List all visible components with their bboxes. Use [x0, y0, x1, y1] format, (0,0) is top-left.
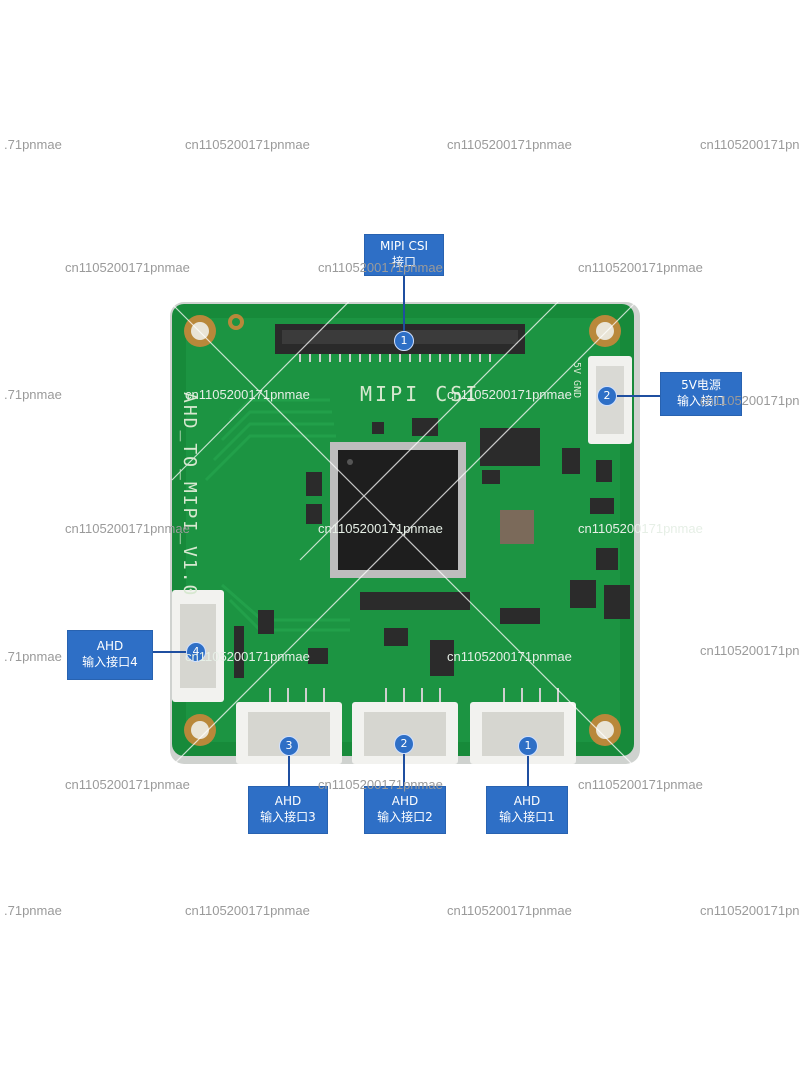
callout-ahd3-line2: 输入接口3 — [260, 810, 316, 824]
badge-mipi: 1 — [394, 331, 414, 351]
watermark-partial: .71pnmae — [4, 137, 62, 152]
silk-mipi-csi: MIPI CSI — [360, 382, 481, 406]
leader-line-ahd4 — [153, 651, 195, 653]
watermark: cn1105200171pnmae — [700, 137, 800, 152]
leader-line-ahd1 — [527, 746, 529, 786]
badge-ahd2: 2 — [394, 734, 414, 754]
watermark: cn1105200171pnmae — [578, 777, 703, 792]
watermark-partial: .71pnmae — [4, 649, 62, 664]
watermark-partial: .71pnmae — [4, 387, 62, 402]
callout-ahd4-line1: AHD — [96, 639, 124, 653]
callout-ahd2-line1: AHD — [391, 794, 419, 808]
watermark: cn1105200171pnmae — [700, 393, 800, 408]
badge-ahd4: 4 — [186, 642, 206, 662]
watermark: cn1105200171pnmae — [185, 387, 310, 402]
watermark: cn1105200171pnmae — [700, 643, 800, 658]
callout-ahd1: AHD 输入接口1 — [486, 786, 568, 834]
callout-mipi-csi: MIPI CSI 接口 — [364, 234, 444, 276]
callout-mipi-line2: 接口 — [391, 255, 416, 269]
watermark: cn1105200171pnmae — [65, 260, 190, 275]
mounting-holes — [184, 314, 621, 746]
callout-ahd3: AHD 输入接口3 — [248, 786, 328, 834]
watermark: cn1105200171pnmae — [185, 649, 310, 664]
watermark: cn1105200171pnmae — [447, 387, 572, 402]
badge-ahd1: 1 — [518, 736, 538, 756]
callout-ahd4-line2: 输入接口4 — [82, 655, 138, 669]
watermark: cn1105200171pnmae — [447, 649, 572, 664]
callout-ahd4: AHD 输入接口4 — [67, 630, 153, 680]
watermark: cn1105200171pnmae — [318, 521, 443, 536]
badge-5v: 2 — [597, 386, 617, 406]
callout-5v-line2: 输入接口 — [676, 394, 725, 408]
leader-line-mipi — [403, 276, 405, 340]
watermark: cn1105200171pnmae — [447, 137, 572, 152]
leader-line-ahd3 — [288, 746, 290, 786]
callout-ahd3-line1: AHD — [274, 794, 302, 808]
callout-ahd1-line1: AHD — [513, 794, 541, 808]
callout-ahd2-line2: 输入接口2 — [377, 810, 433, 824]
watermark: cn1105200171pnmae — [700, 903, 800, 918]
watermark: cn1105200171pnmae — [578, 521, 703, 536]
watermark: cn1105200171pnmae — [65, 521, 190, 536]
callout-mipi-line1: MIPI CSI — [379, 239, 429, 253]
watermark: cn1105200171pnmae — [185, 137, 310, 152]
main-chip — [330, 442, 466, 578]
watermark: cn1105200171pnmae — [318, 777, 443, 792]
callout-5v-power: 5V电源 输入接口 — [660, 372, 742, 416]
callout-ahd2: AHD 输入接口2 — [364, 786, 446, 834]
badge-ahd3: 3 — [279, 736, 299, 756]
leader-line-5v — [614, 395, 662, 397]
watermark: cn1105200171pnmae — [318, 260, 443, 275]
watermark: cn1105200171pnmae — [65, 777, 190, 792]
leader-line-ahd2 — [403, 746, 405, 786]
watermark: cn1105200171pnmae — [185, 903, 310, 918]
callout-ahd1-line2: 输入接口1 — [499, 810, 555, 824]
watermark: cn1105200171pnmae — [578, 260, 703, 275]
watermark-partial: .71pnmae — [4, 903, 62, 918]
silk-model: AHD_TO_MIPI_V1.0 — [179, 392, 200, 598]
watermark: cn1105200171pnmae — [447, 903, 572, 918]
silk-5v-gnd: 5V GND — [571, 362, 582, 399]
callout-5v-line1: 5V电源 — [681, 378, 721, 392]
